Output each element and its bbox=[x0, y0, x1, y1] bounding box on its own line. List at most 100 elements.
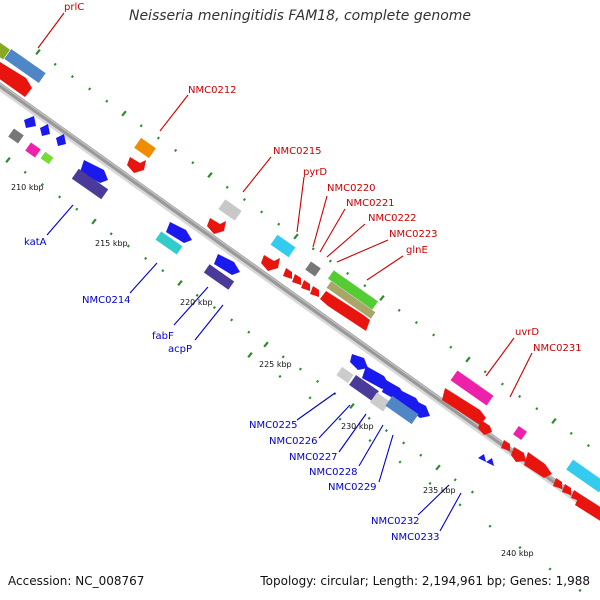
gene-box-lightgrey[interactable] bbox=[370, 392, 390, 412]
gene-arrow-fwd[interactable] bbox=[511, 447, 526, 462]
scale-tick bbox=[109, 232, 113, 236]
scale-tick bbox=[281, 355, 285, 359]
scale-tick bbox=[277, 222, 281, 226]
gene-label-forward[interactable]: uvrD bbox=[515, 327, 539, 338]
scale-tick bbox=[432, 333, 436, 337]
gene-arrow-fwd[interactable] bbox=[571, 490, 580, 501]
gene-arrow-fwd[interactable] bbox=[0, 62, 32, 97]
scale-tick bbox=[174, 148, 178, 152]
gene-box-magenta[interactable] bbox=[513, 426, 527, 440]
gene-arrow-rev[interactable] bbox=[80, 160, 108, 183]
gene-arrow-fwd[interactable] bbox=[292, 274, 301, 285]
gene-label-reverse[interactable]: acpP bbox=[168, 344, 192, 355]
gene-arrow-fwd[interactable] bbox=[207, 218, 226, 234]
gene-label-forward[interactable]: NMC0222 bbox=[368, 213, 417, 224]
gene-arrow-rev[interactable] bbox=[166, 222, 192, 243]
gene-box-cyan[interactable] bbox=[566, 459, 600, 493]
gene-arrow-fwd[interactable] bbox=[524, 452, 552, 478]
gene-label-reverse[interactable]: NMC0214 bbox=[82, 295, 131, 306]
gene-box-grey[interactable] bbox=[8, 128, 24, 144]
gene-arrow-fwd[interactable] bbox=[320, 291, 370, 331]
gene-label-reverse[interactable]: NMC0232 bbox=[371, 516, 420, 527]
gene-box-steelblue[interactable] bbox=[4, 49, 46, 83]
gene-arrow-rev[interactable] bbox=[478, 454, 486, 462]
gene-arrow-rev[interactable] bbox=[350, 354, 368, 370]
gene-arrow-fwd[interactable] bbox=[575, 494, 600, 522]
gene-arrow-rev[interactable] bbox=[486, 458, 494, 466]
gene-arrow-rev[interactable] bbox=[56, 134, 66, 146]
gene-label-forward[interactable]: NMC0223 bbox=[389, 229, 438, 240]
gene-label-forward[interactable]: pyrD bbox=[303, 167, 327, 178]
gene-box-lightgrey[interactable] bbox=[336, 366, 354, 384]
gene-arrow-fwd[interactable] bbox=[501, 440, 510, 451]
gene-label-reverse[interactable]: NMC0229 bbox=[328, 482, 377, 493]
gene-box-green[interactable] bbox=[328, 270, 378, 310]
gene-label-reverse[interactable]: NMC0225 bbox=[249, 420, 298, 431]
gene-arrow-fwd[interactable] bbox=[127, 157, 146, 173]
gene-label-reverse[interactable]: fabF bbox=[152, 331, 174, 342]
gene-box-lightgrey[interactable] bbox=[218, 199, 242, 221]
forward-colored-genes bbox=[0, 40, 600, 493]
gene-box-cyan[interactable] bbox=[155, 231, 183, 255]
gene-label-reverse[interactable]: NMC0233 bbox=[391, 532, 440, 543]
gene-box-tan[interactable] bbox=[326, 281, 376, 319]
scale-tick bbox=[428, 481, 432, 485]
bottom-leader-lines bbox=[46, 204, 462, 532]
top-leader-lines bbox=[37, 12, 533, 398]
gene-arrow-fwd[interactable] bbox=[562, 484, 571, 495]
gene-arrow-fwd[interactable] bbox=[310, 286, 319, 297]
gene-box-magenta[interactable] bbox=[450, 370, 494, 406]
genome-summary-text: Topology: circular; Length: 2,194,961 bp… bbox=[260, 574, 590, 588]
gene-arrow-rev[interactable] bbox=[214, 254, 240, 275]
scale-tick bbox=[225, 185, 229, 189]
gene-box-steelblue[interactable] bbox=[385, 395, 419, 425]
gene-arrow-rev[interactable] bbox=[24, 116, 36, 128]
scale-tick bbox=[586, 444, 590, 448]
scale-tick bbox=[58, 195, 62, 199]
scale-tick bbox=[379, 294, 385, 302]
gene-box-orange[interactable] bbox=[134, 137, 156, 159]
scale-label: 230 kbp bbox=[341, 422, 374, 431]
gene-label-reverse[interactable]: NMC0228 bbox=[309, 467, 358, 478]
scale-tick bbox=[53, 62, 57, 66]
scale-tick bbox=[177, 279, 183, 287]
scale-tick bbox=[398, 460, 402, 464]
gene-arrow-fwd[interactable] bbox=[478, 420, 492, 435]
gene-label-forward[interactable]: NMC0215 bbox=[273, 146, 322, 157]
gene-arrow-fwd[interactable] bbox=[283, 268, 292, 279]
gene-box-green[interactable] bbox=[40, 151, 54, 165]
scale-tick bbox=[367, 416, 371, 420]
gene-label-reverse[interactable]: katA bbox=[24, 237, 47, 248]
gene-arrow-fwd[interactable] bbox=[442, 388, 486, 425]
gene-box-cyan[interactable] bbox=[270, 234, 296, 258]
gene-label-forward[interactable]: NMC0221 bbox=[346, 198, 395, 209]
gene-label-reverse[interactable]: NMC0226 bbox=[269, 436, 318, 447]
gene-box-magenta[interactable] bbox=[25, 142, 41, 158]
scale-tick bbox=[191, 161, 195, 165]
scale-tick bbox=[578, 588, 582, 592]
gene-arrow-fwd[interactable] bbox=[301, 280, 310, 291]
scale-tick bbox=[195, 293, 199, 297]
gene-label-forward[interactable]: prlC bbox=[64, 2, 84, 13]
gene-arrow-fwd[interactable] bbox=[553, 478, 562, 489]
gene-arrow-rev[interactable] bbox=[362, 366, 390, 389]
gene-box-purple[interactable] bbox=[71, 168, 109, 200]
gene-label-forward[interactable]: NMC0220 bbox=[327, 183, 376, 194]
scale-tick bbox=[316, 379, 320, 383]
scale-tick bbox=[535, 407, 539, 411]
scale-tick bbox=[518, 394, 522, 398]
scale-tick bbox=[349, 402, 355, 410]
gene-label-reverse[interactable]: NMC0227 bbox=[289, 452, 338, 463]
gene-label-forward[interactable]: NMC0212 bbox=[188, 85, 237, 96]
gene-label-forward[interactable]: NMC0231 bbox=[533, 343, 582, 354]
gene-arrow-fwd[interactable] bbox=[261, 255, 280, 271]
scale-tick bbox=[449, 345, 453, 349]
gene-box-olive[interactable] bbox=[0, 40, 10, 60]
scale-tick bbox=[161, 269, 165, 273]
gene-box-grey[interactable] bbox=[305, 261, 321, 277]
gene-box-purple[interactable] bbox=[349, 375, 379, 401]
gene-label-forward[interactable]: glnE bbox=[406, 245, 428, 256]
gene-box-purple[interactable] bbox=[203, 264, 235, 290]
gene-arrow-rev[interactable] bbox=[40, 124, 50, 136]
